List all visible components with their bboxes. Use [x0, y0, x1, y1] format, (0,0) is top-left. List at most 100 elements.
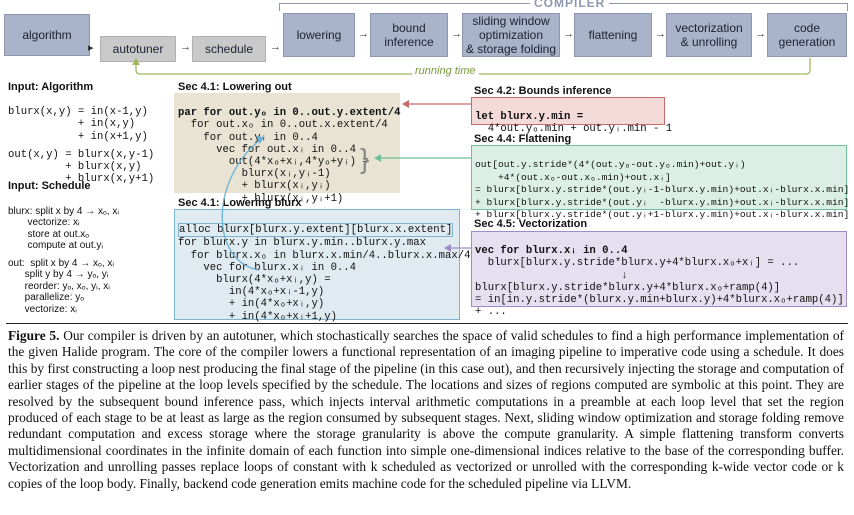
caption-text: Our compiler is driven by an autotuner, … — [8, 328, 845, 491]
code-line: reorder: yₒ, xₒ, yᵢ, xᵢ — [8, 280, 110, 292]
bounds-arrow — [402, 100, 472, 108]
code-line: out[out.y.stride*(4*(out.yₒ-out.yₒ.min)+… — [475, 159, 746, 171]
sec-lowering-blurx-title: Sec 4.1: Lowering blurx — [178, 197, 302, 209]
stage-sliding-window-line2: optimization — [478, 28, 544, 42]
arrow-icon: ▸ — [88, 42, 94, 54]
stage-lowering-label: lowering — [296, 28, 342, 42]
stage-flattening-label: flattening — [588, 28, 638, 42]
figure-caption: Figure 5. Our compiler is driven by an a… — [8, 328, 844, 492]
vectorization-arrow — [444, 244, 472, 252]
code-line: for out.yᵢ in 0..4 — [178, 131, 318, 144]
code-line: ↓ — [475, 269, 628, 282]
stage-algorithm: algorithm — [4, 14, 90, 56]
stage-vectorization-line2: & unrolling — [680, 35, 738, 49]
code-line: split y by 4 → yₒ, yᵢ — [8, 269, 109, 280]
sec-bounds-panel: let blurx.y.min = 4*out.yₒ.min + out.yᵢ.… — [471, 97, 672, 135]
stage-bound-inference-line2: inference — [384, 35, 434, 49]
arrow-icon: → — [451, 28, 462, 40]
sec-vectorization-title: Sec 4.5: Vectorization — [474, 218, 588, 230]
stage-algorithm-label: algorithm — [22, 28, 72, 42]
arrow-icon: → — [563, 28, 574, 40]
brace-icon: } — [360, 143, 370, 174]
code-line: + blurx(x,y) — [8, 161, 142, 174]
code-line: blurx[blurx.y.stride*blurx.y+4*blurx.xₒ+… — [475, 281, 781, 294]
code-line: + in(4*xₒ+xᵢ,y) — [178, 298, 325, 311]
code-line: let blurx.y.min = — [475, 111, 584, 124]
code-line: store at out.xₒ — [8, 228, 90, 240]
sec-lowering-out-panel: par for out.yₒ in 0..out.y.extent/4 for … — [174, 93, 401, 205]
code-line: vec for blurx.xᵢ in 0..4 — [475, 245, 628, 258]
code-line: = blurx[blurx.y.stride*(out.yᵢ-1-blurx.y… — [475, 184, 850, 196]
code-line: + ... — [475, 306, 507, 319]
sec-flattening-panel: out[out.y.stride*(4*(out.yₒ-out.yₒ.min)+… — [471, 145, 849, 220]
code-line: for blurx.xₒ in blurx.x.min/4..blurx.x.m… — [178, 249, 471, 262]
stage-codegen-line1: code — [793, 21, 821, 35]
caption-divider — [6, 323, 848, 324]
arrow-icon: → — [755, 28, 766, 40]
stage-codegen-line2: generation — [778, 35, 836, 49]
code-line: blurx(xᵢ,yᵢ-1) — [178, 168, 331, 181]
flattening-arrow — [374, 154, 472, 162]
stage-flattening: flattening — [574, 13, 652, 57]
code-line: compute at out.yᵢ — [8, 240, 103, 251]
running-time-loop — [132, 58, 811, 75]
code-line: vectorize: xᵢ — [8, 217, 80, 228]
stage-lowering: lowering — [283, 13, 355, 57]
sec-lowering-out-code: par for out.yₒ in 0..out.y.extent/4 for … — [178, 95, 401, 229]
arrow-icon: → — [180, 41, 191, 53]
arrow-icon: → — [270, 41, 281, 53]
code-line: out: split x by 4 → xₒ, xᵢ — [8, 257, 114, 269]
code-line: + blurx(xᵢ,yᵢ+1) — [178, 192, 344, 205]
code-line: parallelize: yₒ — [8, 292, 85, 303]
stage-bound-inference-line1: bound — [392, 21, 426, 35]
code-line: blurx(4*xₒ+xᵢ,y) = — [178, 274, 331, 287]
caption-figure-number: Figure 5. — [8, 328, 60, 343]
code-line: alloc blurx[blurx.y.extent][blurx.x.exte… — [178, 223, 454, 238]
code-line: + blurx(xᵢ,yᵢ) — [178, 180, 331, 193]
code-line: = in[in.y.stride*(blurx.y.min+blurx.y)+4… — [475, 294, 844, 307]
code-line: blurx[blurx.y.stride*blurx.y+4*blurx.xₒ+… — [475, 257, 800, 270]
sec-flattening-title: Sec 4.4: Flattening — [474, 133, 572, 145]
input-schedule-title: Input: Schedule — [8, 180, 91, 192]
sec-bounds-title: Sec 4.2: Bounds inference — [474, 85, 612, 97]
arrow-icon: → — [358, 28, 369, 40]
input-algorithm-title: Input: Algorithm — [8, 81, 94, 93]
code-line: blurx: split x by 4 → xₒ, xᵢ — [8, 205, 119, 217]
code-line: for blurx.y in blurx.y.min..blurx.y.max — [178, 237, 426, 250]
sec-bounds-code: let blurx.y.min = 4*out.yₒ.min + out.yᵢ.… — [475, 99, 672, 160]
compiler-bracket-right — [847, 3, 848, 11]
code-line: + blurx(x,y+1) — [8, 173, 155, 186]
compiler-label: COMPILER — [530, 0, 610, 10]
code-line: vec for out.xᵢ in 0..4 — [178, 143, 357, 156]
running-time-label: running time — [412, 65, 479, 77]
sec-lowering-out-title: Sec 4.1: Lowering out — [178, 81, 292, 93]
stage-sliding-window: sliding window optimization & storage fo… — [462, 13, 560, 57]
arrow-icon: → — [655, 28, 666, 40]
stage-bound-inference: bound inference — [370, 13, 448, 57]
code-line: + in(4*xₒ+xᵢ+1,y) — [178, 310, 337, 323]
connector-curve — [221, 136, 264, 271]
code-line: vec for blurx.xᵢ in 0..4 — [178, 261, 357, 274]
code-line: 4*out.yₒ.min + out.yᵢ.min - 1 — [475, 123, 673, 136]
code-line: + in(x,y) — [8, 118, 136, 131]
code-line: vectorize: xᵢ — [8, 303, 77, 315]
sec-vectorization-code: vec for blurx.xᵢ in 0..4 blurx[blurx.y.s… — [475, 233, 844, 343]
stage-codegen: code generation — [767, 13, 847, 57]
stage-vectorization: vectorization & unrolling — [666, 13, 752, 57]
code-line: out(4*xₒ+xᵢ,4*yₒ+yᵢ) = — [178, 156, 369, 169]
code-line: + blurx[blurx.y.stride*(out.yᵢ+1-blurx.y… — [475, 209, 850, 221]
sec-flattening-code: out[out.y.stride*(4*(out.yₒ-out.yₒ.min)+… — [475, 147, 849, 246]
compiler-bracket-left — [279, 3, 280, 11]
stage-sliding-window-line3: & storage folding — [465, 42, 557, 56]
sec-lowering-blurx-panel: alloc blurx[blurx.y.extent][blurx.x.exte… — [174, 209, 470, 323]
stage-vectorization-line1: vectorization — [675, 21, 743, 35]
code-line: for out.xₒ in 0..out.x.extent/4 — [178, 119, 388, 132]
input-schedule-code: blurx: split x by 4 → xₒ, xᵢ vectorize: … — [8, 194, 119, 327]
code-line: blurx(x,y) = in(x-1,y) — [8, 106, 148, 119]
stage-autotuner: autotuner — [100, 36, 176, 62]
code-line: +4*(out.xₒ-out.xₒ.min)+out.xᵢ] — [475, 171, 671, 183]
code-line: par for out.yₒ in 0..out.y.extent/4 — [178, 107, 401, 120]
code-line: in(4*xₒ+xᵢ-1,y) — [178, 286, 325, 299]
input-algorithm-code: blurx(x,y) = in(x-1,y) + in(x,y) + in(x+… — [8, 94, 154, 198]
code-line: + in(x+1,y) — [8, 130, 148, 143]
